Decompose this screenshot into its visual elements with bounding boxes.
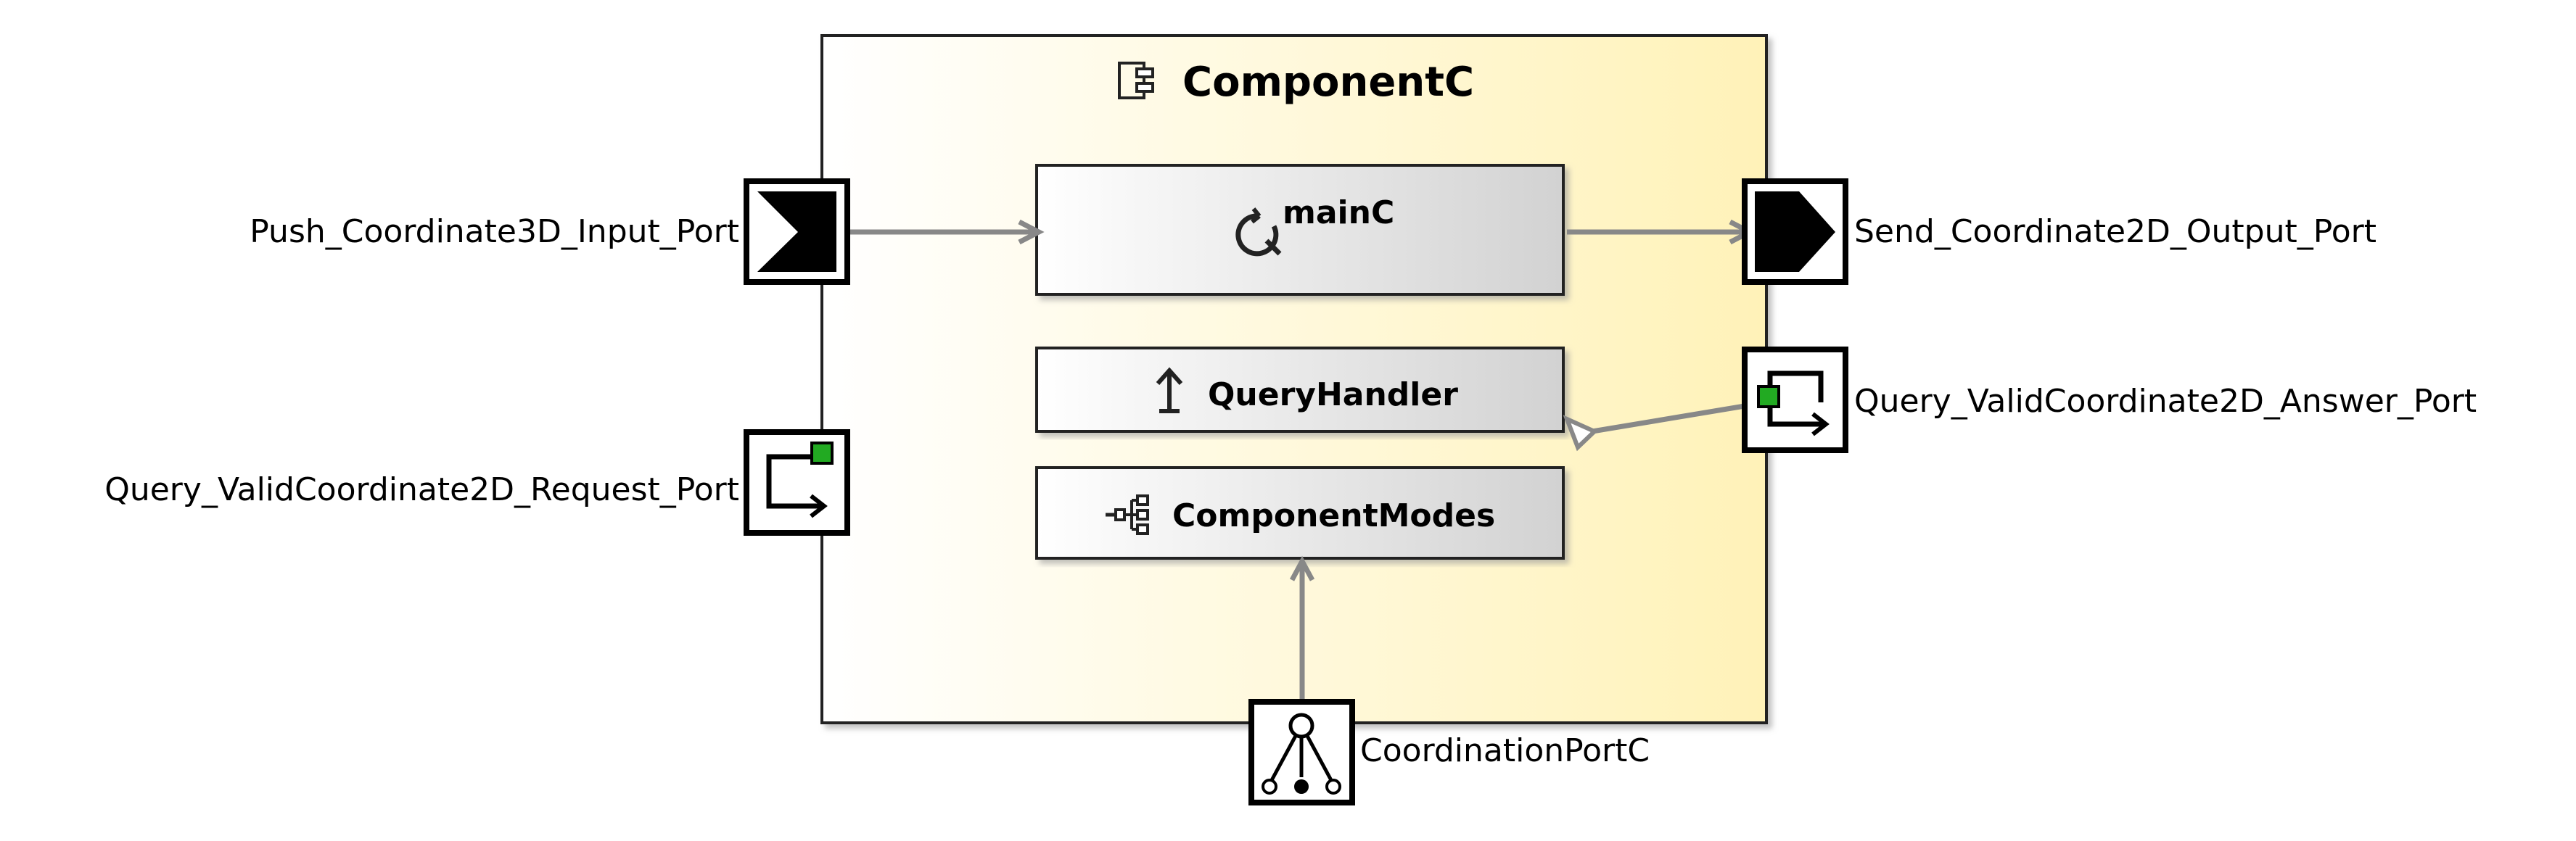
query-request-port-label: Query_ValidCoordinate2D_Request_Port bbox=[104, 471, 739, 508]
main-activity-label: mainC bbox=[1283, 194, 1394, 231]
query-handler-label: QueryHandler bbox=[1208, 376, 1458, 413]
push-input-port-label: Push_Coordinate3D_Input_Port bbox=[250, 213, 739, 250]
send-output-port-label: Send_Coordinate2D_Output_Port bbox=[1854, 213, 2377, 250]
send-output-port-icon bbox=[1755, 191, 1835, 272]
main-activity-box[interactable]: mainC bbox=[1035, 164, 1565, 296]
arrow-up-icon bbox=[1156, 367, 1183, 413]
modes-tree-icon bbox=[1106, 494, 1149, 535]
connector-answer-to-handler bbox=[1592, 403, 1745, 434]
coordination-port[interactable] bbox=[1248, 699, 1355, 805]
arrowhead-main bbox=[1018, 219, 1045, 245]
connectors bbox=[847, 219, 1756, 702]
send-output-port[interactable] bbox=[1742, 178, 1848, 285]
query-answer-port[interactable] bbox=[1742, 347, 1848, 453]
component-modes-box[interactable]: ComponentModes bbox=[1035, 466, 1565, 560]
activity-loop-icon bbox=[1235, 207, 1282, 257]
query-answer-port-icon bbox=[1757, 370, 1830, 436]
push-input-port[interactable] bbox=[744, 178, 850, 285]
query-handler-box[interactable]: QueryHandler bbox=[1035, 347, 1565, 433]
query-request-port[interactable] bbox=[744, 429, 850, 536]
component-modes-label: ComponentModes bbox=[1172, 497, 1495, 534]
coordination-port-icon bbox=[1262, 713, 1341, 795]
arrowhead-handler bbox=[1563, 415, 1599, 452]
component-title: ComponentC bbox=[1182, 59, 1474, 106]
arrowhead-modes bbox=[1289, 555, 1315, 581]
query-request-port-icon bbox=[766, 442, 834, 518]
component-icon bbox=[1118, 62, 1154, 99]
query-answer-port-label: Query_ValidCoordinate2D_Answer_Port bbox=[1854, 383, 2477, 420]
push-input-port-icon bbox=[757, 191, 836, 272]
coordination-port-label: CoordinationPortC bbox=[1360, 732, 1650, 769]
